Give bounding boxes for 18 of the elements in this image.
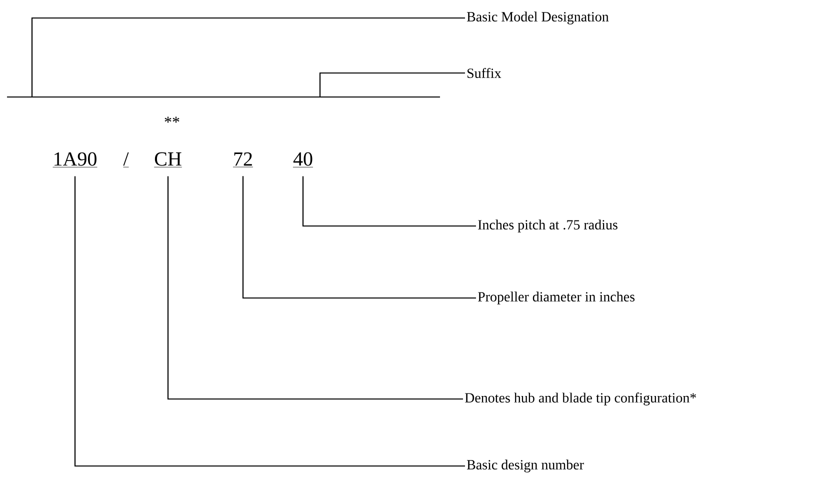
code-segment: / [123, 152, 129, 168]
description-text: Denotes hub and blade tip configuration* [464, 392, 696, 406]
description-text: Basic Model Designation [466, 12, 609, 24]
description-text: Suffix [468, 68, 502, 78]
code-segment: 72 [232, 152, 254, 168]
leader-line [319, 72, 465, 97]
leader-line [167, 176, 463, 400]
leader-line [31, 17, 465, 97]
description-text: Inches pitch at .75 radius [478, 220, 618, 232]
code-segment: 40 [292, 152, 314, 168]
leader-line [302, 176, 476, 227]
code-segment: CH [154, 152, 182, 168]
description-text: Propeller diameter in inches [478, 292, 635, 304]
leader-line [74, 176, 465, 467]
code-segment: 1A90 [52, 152, 98, 168]
description-text: Basic design number [466, 460, 584, 472]
leader-line [242, 176, 476, 299]
footnote-mark: ** [164, 116, 180, 123]
